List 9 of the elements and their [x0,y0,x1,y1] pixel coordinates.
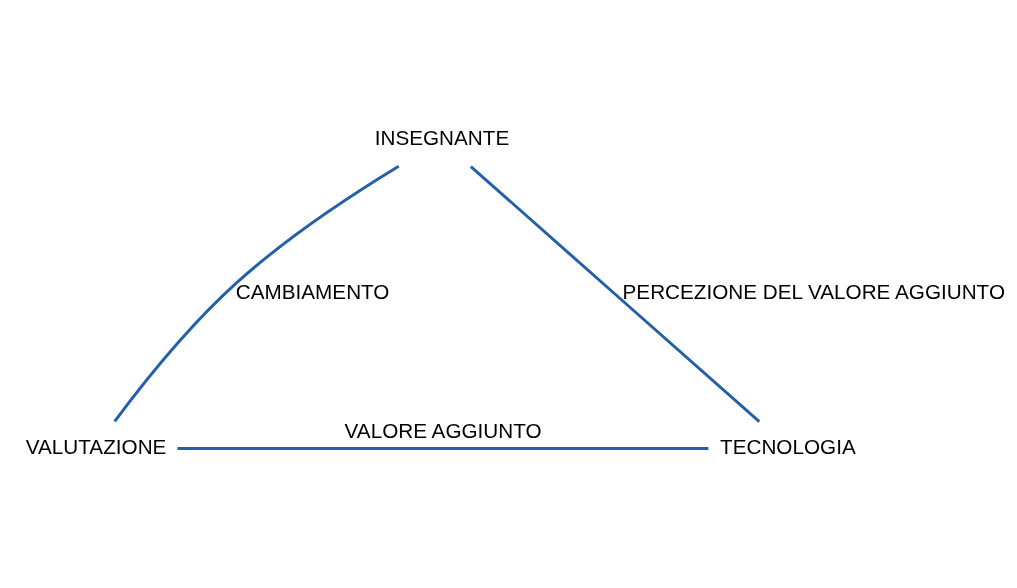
node-text: TECNOLOGIA [720,434,856,458]
node-text: VALUTAZIONE [25,434,167,458]
edge-label: VALORE AGGIUNTO [344,419,542,443]
connector [113,165,400,423]
edge-label: PERCEZIONE DEL VALORE AGGIUNTO [622,280,1005,304]
connector [469,165,761,423]
connector [177,447,709,450]
edge-label: CAMBIAMENTO [235,280,390,304]
node-text: INSEGNANTE [374,125,510,149]
